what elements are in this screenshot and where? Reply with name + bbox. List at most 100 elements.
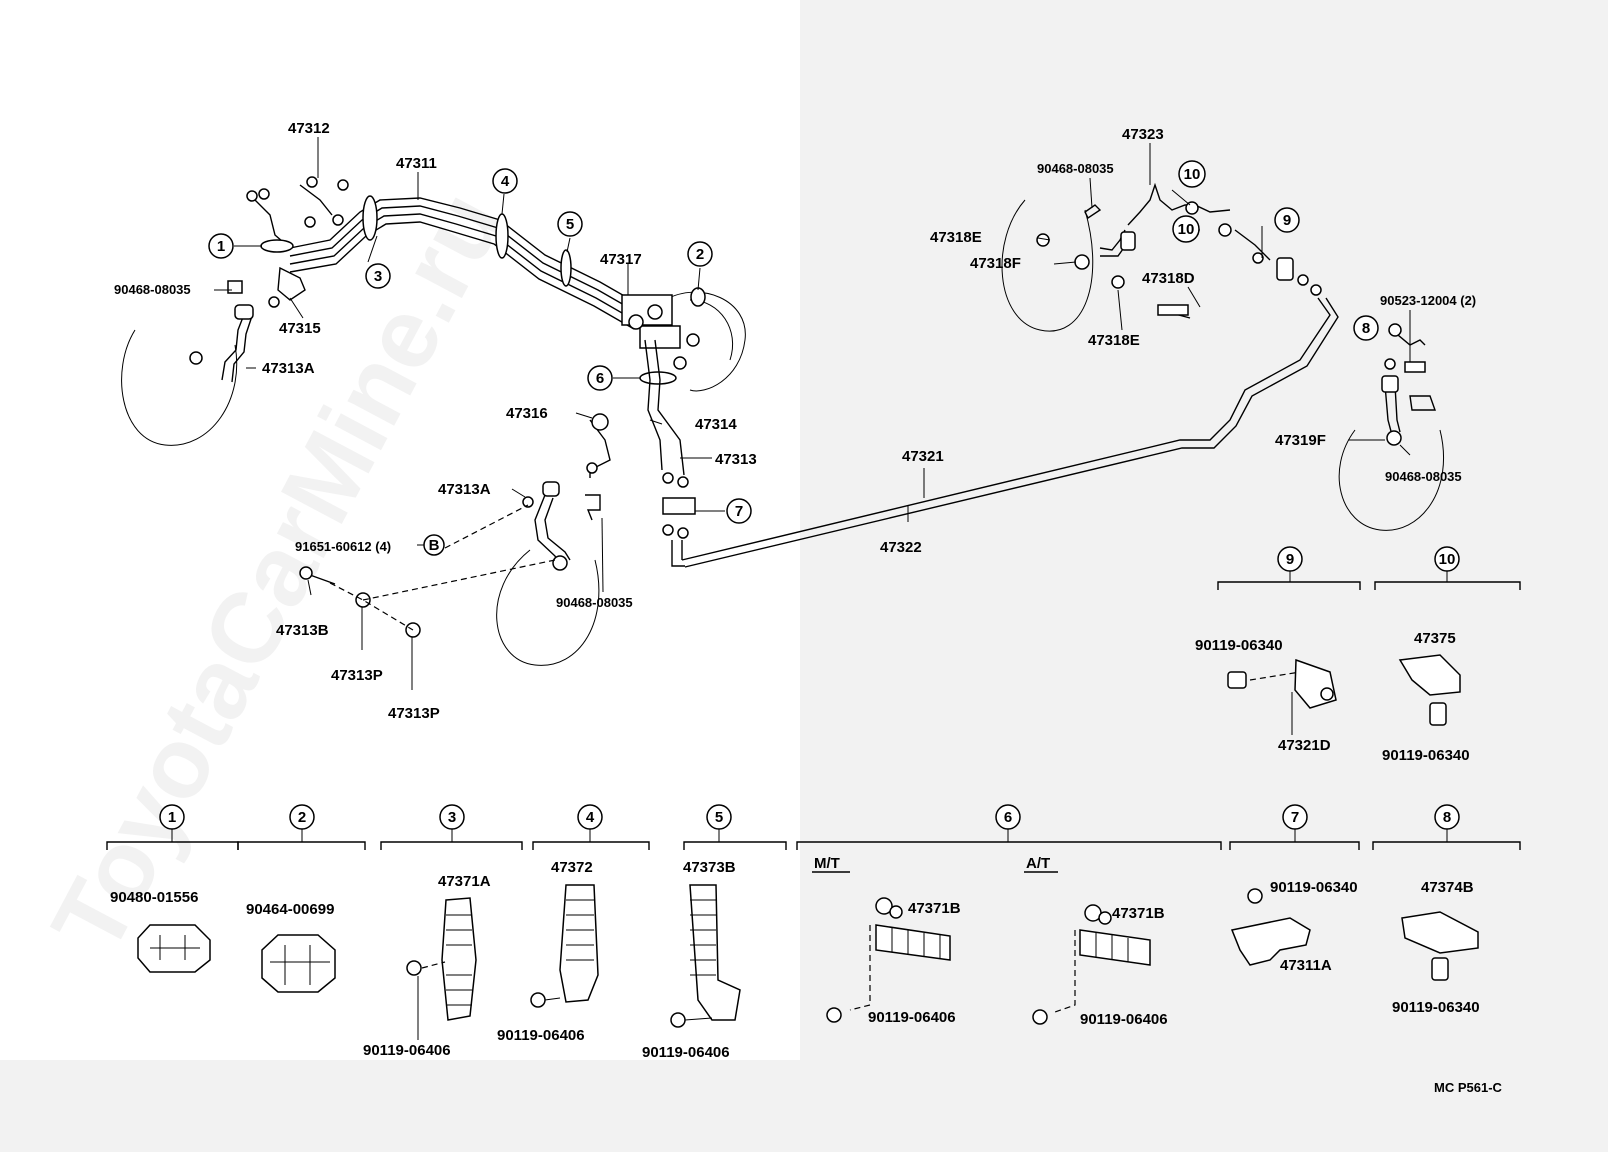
- clamp-47375: [1398, 654, 1461, 696]
- svg-text:3: 3: [374, 268, 382, 285]
- svg-text:7: 7: [1291, 809, 1299, 826]
- part-labels: 47312 47311 90468-08035 4 7 3 1 5 47313A 473…: [114, 120, 1476, 722]
- front-right-hose: [1001, 182, 1322, 332]
- label-90119-06340-g9: 90119-06340: [1195, 637, 1283, 654]
- bolt-icon: [1032, 1009, 1048, 1025]
- diagram-code: MC P561-C: [1434, 1080, 1503, 1095]
- svg-text:8: 8: [1443, 809, 1451, 826]
- clamp-47371B-at: [1079, 929, 1151, 966]
- clamp-47373B: [689, 884, 741, 1021]
- label-47313B: 47313B: [276, 622, 329, 639]
- label-MT: M/T: [814, 855, 840, 872]
- label-90468-08035-b: 90468-08035: [556, 595, 633, 610]
- bolt-icon: [1429, 702, 1447, 726]
- label-47313A-a: 47313A: [262, 360, 315, 377]
- label-47323: 47323: [1122, 126, 1164, 143]
- bolt-icon: [1247, 888, 1263, 904]
- leader-lines: [214, 137, 1411, 690]
- bolt-icon: [670, 1012, 686, 1028]
- callout-8: 8: [1353, 315, 1379, 341]
- svg-text:5: 5: [715, 809, 723, 826]
- detail-group-5: 5 47373B 90119-06406: [642, 804, 787, 1061]
- brake-master-cylinder: [621, 287, 746, 392]
- svg-text:5: 5: [566, 216, 574, 233]
- label-47314: 47314: [695, 416, 737, 433]
- label-90119-06340-g8: 90119-06340: [1392, 999, 1480, 1016]
- label-90468-08035-c: 90468-08035: [1037, 161, 1114, 176]
- bolt-icon: [530, 992, 546, 1008]
- label-90119-06406-at: 90119-06406: [1080, 1011, 1168, 1028]
- label-47373B: 47373B: [683, 859, 736, 876]
- label-90119-06340-g7: 90119-06340: [1270, 879, 1358, 896]
- callout-4: 4: [492, 168, 518, 194]
- label-AT: A/T: [1026, 855, 1050, 872]
- svg-text:10: 10: [1439, 551, 1456, 568]
- callout-9: 9: [1274, 207, 1300, 233]
- label-47313: 47313: [715, 451, 757, 468]
- label-47375: 47375: [1414, 630, 1456, 647]
- callout-2: 2: [687, 241, 713, 267]
- detail-group-1: 1 90480-01556: [106, 804, 239, 973]
- label-47313P-a: 47313P: [331, 667, 383, 684]
- svg-text:6: 6: [596, 370, 604, 387]
- label-47318E-a: 47318E: [930, 229, 982, 246]
- label-47374B: 47374B: [1421, 879, 1474, 896]
- label-47371B-mt: 47371B: [908, 900, 961, 917]
- svg-text:4: 4: [501, 173, 510, 190]
- detail-group-8: 8 47374B 90119-06340: [1372, 804, 1521, 1016]
- clamp-47321D: [1294, 658, 1337, 709]
- label-47318D: 47318D: [1142, 270, 1195, 287]
- svg-text:2: 2: [696, 246, 704, 263]
- svg-text:10: 10: [1178, 221, 1195, 238]
- detail-group-2: 2 90464-00699: [237, 804, 366, 993]
- label-47322: 47322: [880, 539, 922, 556]
- watermark-text: ToyotaCarMine.ru: [31, 174, 526, 971]
- svg-text:2: 2: [298, 809, 306, 826]
- label-90119-06406-g4: 90119-06406: [497, 1027, 585, 1044]
- bolt-icon: [406, 960, 422, 976]
- callout-7: 7: [726, 498, 752, 524]
- callout-10-a: 10: [1178, 160, 1206, 188]
- clamp-47372: [559, 884, 599, 1003]
- label-47321: 47321: [902, 448, 944, 465]
- svg-text:4: 4: [586, 809, 595, 826]
- svg-text:3: 3: [448, 809, 456, 826]
- label-47371B-at: 47371B: [1112, 905, 1165, 922]
- brake-tube-bundle: [246, 176, 641, 330]
- svg-text:1: 1: [217, 238, 225, 255]
- label-47311: 47311: [396, 155, 437, 172]
- label-47316: 47316: [506, 405, 548, 422]
- label-90468-08035-d: 90468-08035: [1385, 469, 1462, 484]
- detail-group-10: 10 47375 90119-06340: [1374, 546, 1521, 764]
- callout-10-b: 10: [1172, 215, 1200, 243]
- label-47311A: 47311A: [1280, 957, 1332, 974]
- front-left-hose: [121, 280, 254, 446]
- label-47318E-b: 47318E: [1088, 332, 1140, 349]
- label-90119-06406-g5: 90119-06406: [642, 1044, 730, 1061]
- callout-5: 5: [557, 211, 583, 237]
- svg-text:6: 6: [1004, 809, 1012, 826]
- brake-lines-47313-47314: [586, 339, 696, 567]
- rear-brake-lines: [681, 297, 1339, 568]
- callout-3: 3: [365, 263, 391, 289]
- bracket-47311A: [1230, 917, 1311, 966]
- detail-group-6: 6 M/T A/T 47371B 90119-06406 47371B 90: [796, 804, 1222, 1028]
- front-left-lower-hose: [299, 481, 601, 666]
- bolt-icon: [1227, 671, 1247, 689]
- label-47319F: 47319F: [1275, 432, 1326, 449]
- label-47312: 47312: [288, 120, 330, 137]
- callouts: 1 3 4 5 2 6 7 B 10 10 9 8: [208, 160, 1379, 556]
- callout-1: 1: [208, 233, 234, 259]
- label-47313P-b: 47313P: [388, 705, 440, 722]
- svg-text:8: 8: [1362, 320, 1370, 337]
- label-90523-12004: 90523-12004 (2): [1380, 293, 1476, 308]
- label-90119-06406-mt: 90119-06406: [868, 1009, 956, 1026]
- rear-right-hose: [1338, 323, 1445, 531]
- label-47372: 47372: [551, 859, 593, 876]
- clamp-47371A: [441, 897, 477, 1021]
- svg-text:10: 10: [1184, 166, 1201, 183]
- svg-text:9: 9: [1283, 212, 1291, 229]
- detail-group-7: 7 90119-06340 47311A: [1229, 804, 1360, 974]
